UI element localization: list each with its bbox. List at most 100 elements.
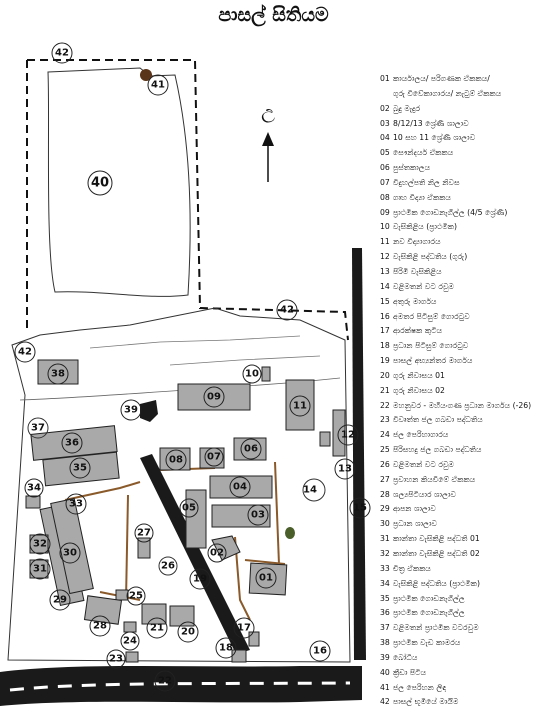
legend-number: 16 — [380, 311, 390, 321]
footpath — [234, 536, 251, 621]
legend-number: 06 — [380, 163, 390, 173]
label-42-east: 42 — [280, 305, 294, 316]
legend-text: විවෘත්ත ජල ගබඩා පද්ධතිය — [393, 415, 483, 425]
map-number-labels: 01 02 03 04 05 06 07 08 09 10 11 12 13 1… — [18, 48, 367, 687]
legend-text: ප්‍රධාන පිටිසුම් ගොරටුව — [393, 341, 469, 351]
legend-text: වැසිකිළි පද්ධතිය (ප්‍රාථමික) — [393, 578, 480, 588]
legend-number: 07 — [380, 177, 390, 187]
roundabout-14 — [302, 478, 326, 502]
legend-text: බෝධිය — [393, 652, 418, 662]
side-road — [352, 248, 366, 660]
label-42-west: 42 — [18, 347, 32, 358]
building-35 — [42, 451, 120, 487]
sports-ground-outline — [47, 67, 191, 297]
roundabout-26 — [158, 556, 178, 576]
legend-number: 35 — [380, 593, 390, 603]
building-17 — [248, 631, 260, 647]
building-13 — [319, 431, 331, 447]
legend-text: 10 සහ 11 ශ්‍රේණි ශාලාව — [393, 133, 476, 143]
building-06 — [233, 437, 267, 461]
legend-text: පිරිමි වැසිකිළිය — [393, 266, 442, 276]
legend-number: 28 — [380, 489, 390, 499]
legend-number: 41 — [380, 682, 390, 692]
legend-text: වළිමතන් ප්‍රාථමික වටරවුම — [393, 623, 479, 633]
label-33: 33 — [69, 499, 83, 510]
label-32: 32 — [33, 539, 47, 550]
label-27: 27 — [137, 528, 151, 539]
bo-tree — [140, 400, 158, 422]
building-11 — [285, 379, 315, 431]
legend-text: වැසිකිළිය (ප්‍රාථමික) — [393, 222, 457, 232]
legend-text: අතුරු මාර්ගය — [393, 296, 437, 306]
map-title: පාසල් සිතියම — [218, 4, 329, 26]
legend-number: 12 — [380, 252, 390, 262]
label-39: 39 — [124, 405, 138, 416]
footpath — [125, 494, 129, 601]
building-28 — [83, 595, 123, 625]
legend-text: ප්‍රාථමික ගොඩනැගිල්ල — [393, 608, 465, 618]
label-10: 10 — [245, 369, 259, 380]
legend-text: පාසල් භූමියේ මායිම — [393, 697, 459, 707]
legend-text: වළිමතන් වට රවුම — [393, 459, 455, 469]
label-13: 13 — [338, 464, 352, 475]
legend-item: ගුරු විවේකාගාරය/ නැටුම් ඒකකය — [380, 87, 545, 102]
legend-text: ආපන ශාලාව — [393, 504, 436, 514]
north-arrow-head — [262, 132, 274, 146]
building-05 — [185, 489, 207, 549]
building-09 — [177, 383, 251, 411]
legend-number: 14 — [380, 281, 390, 291]
label-11: 11 — [293, 401, 307, 412]
legend-text: ජල පෙරිහාගාරය — [393, 430, 449, 440]
legend-text: ගුරු නිවාසය 01 — [393, 370, 445, 380]
legend-number: 03 — [380, 118, 390, 128]
label-15: 15 — [353, 503, 367, 514]
building-23 — [125, 651, 139, 663]
legend-number: 22 — [380, 400, 390, 410]
building-18 — [231, 649, 247, 663]
label-35: 35 — [73, 463, 87, 474]
label-05: 05 — [182, 503, 196, 514]
label-12: 12 — [341, 430, 355, 441]
label-40: 40 — [91, 176, 109, 191]
label-28: 28 — [93, 621, 107, 632]
label-17: 17 — [237, 623, 251, 634]
legend-text: කාර්යාලය/ පරිගණක ඒකකය/ — [393, 74, 490, 83]
legend-number: 23 — [380, 415, 390, 425]
label-26: 26 — [161, 561, 175, 572]
building-02 — [211, 535, 241, 561]
legend-number: 27 — [380, 474, 390, 484]
legend-text: සෞන්දර්ය ඒකකය — [393, 148, 454, 158]
label-18: 18 — [219, 643, 233, 654]
legend-number: 20 — [380, 370, 390, 380]
label-08: 08 — [169, 455, 183, 466]
legend-number: 33 — [380, 563, 390, 573]
legend-number: 34 — [380, 578, 390, 588]
label-09: 09 — [207, 392, 221, 403]
legend-text: ප්‍රාථමික වැඩ කාමරය — [393, 638, 461, 648]
legend-text: ක්‍රීඩා පිටිය — [393, 667, 427, 677]
school-boundary — [27, 59, 349, 341]
legend-text: ජල පෙරිහන ලිඳ — [393, 682, 447, 692]
label-36: 36 — [65, 438, 79, 449]
main-road — [0, 666, 362, 706]
